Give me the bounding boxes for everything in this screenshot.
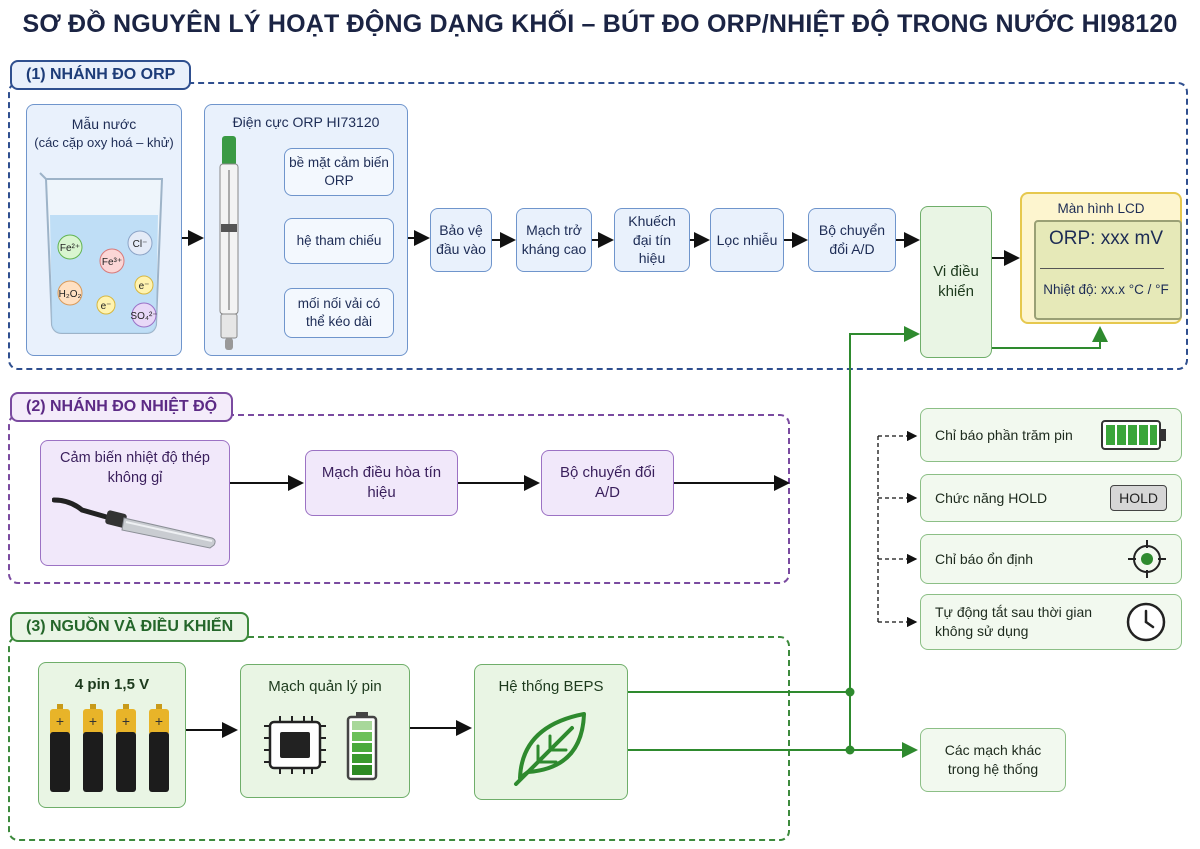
microcontroller-label: Vi điều khiển [933, 262, 979, 300]
svg-text:+: + [155, 713, 163, 729]
other-circuits-block: Các mạch khác trong hệ thống [920, 728, 1066, 792]
feature-label: Chỉ báo ổn định [935, 550, 1034, 567]
feature-hold: Chức năng HOLD HOLD [920, 474, 1182, 522]
battery-management-label: Mạch quản lý pin [268, 678, 382, 695]
amplifier-block: Khuếch đại tín hiệu [614, 208, 690, 272]
water-sample-title: Mẫu nước [71, 116, 137, 132]
feature-auto-off: Tự động tắt sau thời gian không sử dụng [920, 594, 1182, 650]
block-label: Bảo vệ đầu vào [436, 222, 486, 257]
noise-filter-block: Lọc nhiễu [710, 208, 784, 272]
lcd-divider [1040, 268, 1164, 269]
steel-probe-icon [52, 497, 216, 549]
block-label: Khuếch đại tín hiệu [628, 212, 676, 267]
block-label: Lọc nhiễu [716, 231, 778, 248]
chip-and-battery-icon [264, 712, 378, 781]
lcd-display-block: Màn hình LCD [1020, 192, 1182, 324]
orp-electrode-title: Điện cực ORP HI73120 [232, 114, 380, 130]
lcd-title: Màn hình LCD [1057, 201, 1145, 216]
lcd-orp-reading: ORP: xxx mV [1048, 228, 1163, 249]
battery-management-box: Mạch quản lý pin [240, 664, 410, 798]
orp-adc-block: Bộ chuyển đổi A/D [808, 208, 896, 272]
power-control-label: (3) NGUỒN VÀ ĐIỀU KHIỂN [10, 612, 250, 642]
electrode-part-label: hệ tham chiếu [296, 232, 382, 248]
feature-label: Tự động tắt sau thời gian không sử dụng [935, 604, 1093, 639]
signal-conditioning-block: Mạch điều hòa tín hiệu [305, 450, 458, 516]
temperature-sensor-label: Cảm biến nhiệt độ thép không gỉ [60, 450, 210, 486]
ion-label: SO₄²⁻ [130, 311, 157, 322]
feature-battery-percent: Chỉ báo phần trăm pin [920, 408, 1182, 462]
batteries-icon: + + + + [50, 704, 169, 792]
clock-icon [1126, 602, 1166, 642]
svg-text:+: + [122, 713, 130, 729]
ion-label: e⁻ [139, 281, 150, 292]
temperature-sensor-box: Cảm biến nhiệt độ thép không gỉ [40, 440, 230, 566]
hold-badge: HOLD [1110, 484, 1167, 512]
feature-label: Chức năng HOLD [935, 489, 1048, 506]
power-control-frame [8, 636, 790, 841]
block-label: Mạch điều hòa tín hiệu [321, 463, 442, 501]
microcontroller-block: Vi điều khiển [920, 206, 992, 358]
beaker-icon: Fe²⁺ Cl⁻ Fe³⁺ e⁻ H₂O₂ e⁻ SO₄²⁻ [39, 172, 164, 335]
other-circuits-label: Các mạch khác trong hệ thống [944, 742, 1042, 777]
temperature-adc-block: Bộ chuyển đổi A/D [541, 450, 674, 516]
electrode-part-cloth-junction: mối nối vải có thể kéo dài [284, 288, 394, 338]
temperature-branch-frame [8, 414, 790, 584]
block-label: Mạch trở kháng cao [521, 222, 587, 257]
beps-box: Hệ thống BEPS [474, 664, 628, 800]
input-protection-block: Bảo vệ đầu vào [430, 208, 492, 272]
electrode-part-sensor-surface: bề mặt cảm biến ORP [284, 148, 394, 196]
orp-branch-label: (1) NHÁNH ĐO ORP [10, 60, 192, 90]
block-label: Bộ chuyển đổi A/D [559, 463, 656, 501]
feature-label: Chỉ báo phần trăm pin [935, 426, 1073, 443]
electrode-probe-icon [219, 136, 239, 350]
beps-label: Hệ thống BEPS [498, 678, 604, 695]
target-icon [1128, 540, 1166, 578]
leaf-icon [514, 712, 586, 786]
electrode-part-label: bề mặt cảm biến ORP [289, 154, 389, 188]
battery-level-icon [1101, 420, 1166, 450]
svg-text:+: + [89, 713, 97, 729]
high-impedance-block: Mạch trở kháng cao [516, 208, 592, 272]
orp-branch-frame [8, 82, 1188, 370]
feature-stability: Chỉ báo ổn định [920, 534, 1182, 584]
ion-label: H₂O₂ [59, 289, 82, 300]
ion-label: e⁻ [101, 301, 112, 312]
ion-label: Fe³⁺ [102, 257, 122, 268]
water-sample-box: Mẫu nước (các cặp oxy hoá – khử) Fe²⁺ Cl… [26, 104, 182, 356]
lcd-temperature-reading: Nhiệt độ: xx.x °C / °F [1043, 282, 1169, 297]
electrode-part-reference: hệ tham chiếu [284, 218, 394, 264]
ion-label: Fe²⁺ [60, 243, 80, 254]
electrode-part-label: mối nối vải có thể kéo dài [297, 295, 381, 329]
ion-label: Cl⁻ [133, 239, 148, 250]
block-label: Bộ chuyển đổi A/D [818, 222, 886, 257]
diagram-title: SƠ ĐỒ NGUYÊN LÝ HOẠT ĐỘNG DẠNG KHỐI – BÚ… [22, 10, 1178, 38]
battery-label: 4 pin 1,5 V [74, 676, 150, 693]
lcd-screen [1034, 220, 1182, 320]
svg-text:+: + [56, 713, 64, 729]
water-sample-subtitle: (các cặp oxy hoá – khử) [34, 134, 174, 150]
temperature-branch-label: (2) NHÁNH ĐO NHIỆT ĐỘ [10, 392, 234, 422]
